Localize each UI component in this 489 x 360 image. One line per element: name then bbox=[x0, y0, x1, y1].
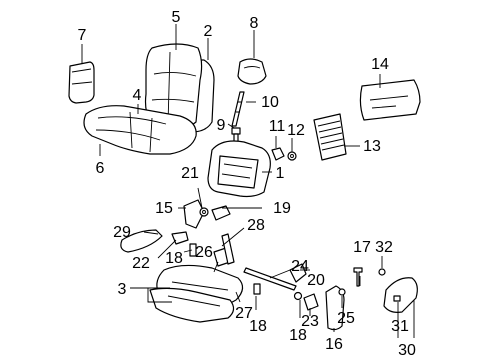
callout-22: 22 bbox=[132, 255, 150, 272]
part-5-seat-back bbox=[144, 43, 215, 133]
part-25-screw bbox=[338, 288, 346, 296]
callout-32: 32 bbox=[375, 239, 393, 256]
part-31-fastener bbox=[393, 295, 401, 302]
callout-15: 15 bbox=[155, 200, 173, 217]
callout-27: 27 bbox=[235, 305, 253, 322]
callout-1: 1 bbox=[276, 165, 285, 182]
part-8-headrest bbox=[237, 58, 267, 85]
callout-9: 9 bbox=[217, 117, 226, 134]
callout-2: 2 bbox=[204, 23, 213, 40]
part-32-nut bbox=[378, 268, 386, 276]
callout-24: 24 bbox=[291, 258, 309, 275]
part-28-rod bbox=[221, 233, 235, 265]
callout-14: 14 bbox=[371, 56, 389, 73]
part-1-seat-frame bbox=[207, 140, 271, 198]
callout-23: 23 bbox=[301, 313, 319, 330]
callout-20: 20 bbox=[307, 272, 325, 289]
part-14-back-panel bbox=[359, 79, 421, 121]
part-12-nut bbox=[287, 151, 297, 161]
part-15-bracket bbox=[183, 199, 205, 229]
callout-labels: 7 5 2 8 14 4 6 10 9 11 12 13 1 21 15 19 … bbox=[78, 9, 416, 359]
callout-26: 26 bbox=[195, 244, 213, 261]
part-13-spring-mat bbox=[313, 113, 347, 161]
leader-lines bbox=[81, 24, 415, 338]
callout-8: 8 bbox=[250, 15, 259, 32]
callout-13: 13 bbox=[363, 138, 381, 155]
callout-30: 30 bbox=[398, 342, 416, 359]
callout-29: 29 bbox=[113, 224, 131, 241]
part-11-clip bbox=[271, 147, 285, 161]
part-24-cable bbox=[243, 267, 297, 291]
part-18-bolt-b bbox=[293, 291, 303, 301]
part-3-seat-track bbox=[149, 264, 244, 323]
callout-12: 12 bbox=[287, 122, 305, 139]
part-7-armrest bbox=[68, 61, 95, 104]
part-23-clip bbox=[303, 293, 319, 311]
callout-11: 11 bbox=[269, 118, 286, 135]
callout-28: 28 bbox=[247, 217, 265, 234]
part-29-side-trim bbox=[120, 229, 163, 253]
part-16-side-shield bbox=[325, 285, 345, 331]
callout-21: 21 bbox=[181, 165, 199, 182]
callout-10: 10 bbox=[261, 94, 279, 111]
part-21-spring bbox=[199, 207, 209, 217]
callout-16: 16 bbox=[325, 336, 343, 353]
callout-18-right: 18 bbox=[289, 327, 307, 344]
part-17-screw bbox=[353, 267, 363, 287]
callout-6: 6 bbox=[96, 160, 105, 177]
callout-5: 5 bbox=[172, 9, 181, 26]
callout-4: 4 bbox=[133, 87, 142, 104]
part-19-lever bbox=[211, 205, 231, 221]
callout-7: 7 bbox=[78, 27, 87, 44]
part-30-side-cover bbox=[383, 277, 418, 313]
callout-17: 17 bbox=[353, 239, 371, 256]
part-22-clip bbox=[171, 231, 189, 245]
part-6-seat-cushion bbox=[83, 105, 197, 155]
callout-19: 19 bbox=[273, 200, 291, 217]
callout-18-mid: 18 bbox=[249, 318, 267, 335]
part-18-bolt-c bbox=[253, 283, 261, 295]
callout-25: 25 bbox=[337, 310, 355, 327]
callout-31: 31 bbox=[391, 318, 409, 335]
part-10-guide bbox=[231, 91, 245, 127]
part-20-latch bbox=[289, 263, 307, 283]
callout-18-left: 18 bbox=[165, 250, 183, 267]
callout-3: 3 bbox=[118, 281, 127, 298]
part-18-bolt-a bbox=[189, 243, 197, 257]
